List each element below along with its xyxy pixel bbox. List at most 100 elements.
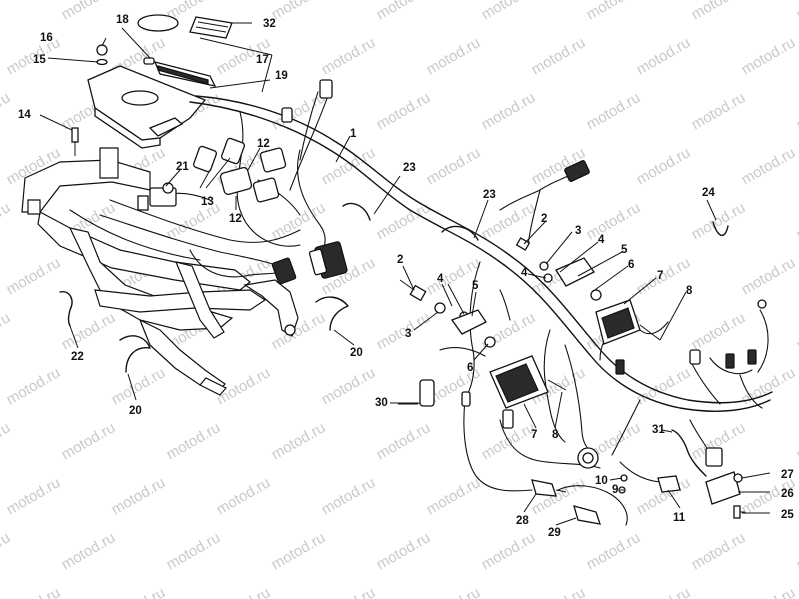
watermark-text: motod.ru bbox=[529, 34, 589, 78]
callout-6-right: 6 bbox=[628, 259, 634, 271]
watermark-text: motod.ru bbox=[374, 0, 434, 23]
watermark-text: motod.ru bbox=[109, 584, 169, 599]
callout-22: 22 bbox=[71, 351, 84, 363]
callout-26: 26 bbox=[781, 488, 794, 500]
callout-15: 15 bbox=[33, 54, 46, 66]
watermark-text: motod.ru bbox=[794, 199, 799, 243]
watermark-text: motod.ru bbox=[584, 0, 644, 23]
callout-2-left: 2 bbox=[397, 254, 403, 266]
watermark-text: motod.ru bbox=[794, 89, 799, 133]
watermark-text: motod.ru bbox=[319, 34, 379, 78]
watermark-text: motod.ru bbox=[634, 34, 694, 78]
callout-3-left: 3 bbox=[405, 328, 411, 340]
callout-28: 28 bbox=[516, 515, 529, 527]
callout-18: 18 bbox=[116, 14, 129, 26]
callout-24: 24 bbox=[702, 187, 715, 199]
callout-4-left: 4 bbox=[437, 273, 444, 285]
watermark-text: motod.ru bbox=[164, 529, 224, 573]
watermark-text: motod.ru bbox=[634, 364, 694, 408]
watermark-text: motod.ru bbox=[584, 199, 644, 243]
watermark-text: motod.ru bbox=[59, 419, 119, 463]
callout-5-left: 5 bbox=[472, 280, 479, 292]
callout-17: 17 bbox=[256, 54, 269, 66]
callout-20-left: 20 bbox=[129, 405, 142, 417]
watermark-text: motod.ru bbox=[164, 419, 224, 463]
callout-21: 21 bbox=[176, 161, 189, 173]
watermark-text: motod.ru bbox=[374, 529, 434, 573]
watermark-text: motod.ru bbox=[794, 529, 799, 573]
watermark-text: motod.ru bbox=[794, 419, 799, 463]
callout-23-upper: 23 bbox=[403, 162, 416, 174]
watermark-text: motod.ru bbox=[739, 254, 799, 298]
callout-16: 16 bbox=[40, 32, 53, 44]
watermark-text: motod.ru bbox=[689, 89, 749, 133]
watermark-text: motod.ru bbox=[739, 584, 799, 599]
callout-25: 25 bbox=[781, 509, 794, 521]
callout-3-right: 3 bbox=[575, 225, 581, 237]
callout-12-upper: 12 bbox=[257, 138, 270, 150]
watermark-text: motod.ru bbox=[4, 254, 64, 298]
callout-14: 14 bbox=[18, 109, 31, 121]
watermark-text: motod.ru bbox=[319, 584, 379, 599]
watermark-text: motod.ru bbox=[0, 199, 13, 243]
watermark-text: motod.ru bbox=[584, 89, 644, 133]
watermark-text: motod.ru bbox=[109, 474, 169, 518]
watermark-text: motod.ru bbox=[689, 199, 749, 243]
callout-7-right: 7 bbox=[657, 270, 663, 282]
callout-7-left: 7 bbox=[531, 429, 537, 441]
leader-lines bbox=[39, 22, 771, 526]
watermark-text: motod.ru bbox=[269, 309, 329, 353]
watermark-text: motod.ru bbox=[374, 89, 434, 133]
watermark-text: motod.ru bbox=[739, 364, 799, 408]
watermark-text: motod.ru bbox=[479, 0, 539, 23]
callout-30: 30 bbox=[375, 397, 388, 409]
watermark-text: motod.ru bbox=[794, 0, 799, 23]
callout-8-right: 8 bbox=[686, 285, 693, 297]
watermark-text: motod.ru bbox=[109, 364, 169, 408]
watermark-text: motod.ru bbox=[689, 309, 749, 353]
callout-4-mid: 4 bbox=[521, 267, 528, 279]
watermark-text: motod.ru bbox=[634, 584, 694, 599]
watermark-text: motod.ru bbox=[59, 309, 119, 353]
callout-29: 29 bbox=[548, 527, 561, 539]
watermark-text: motod.ru bbox=[0, 419, 13, 463]
callout-5-right: 5 bbox=[621, 244, 628, 256]
watermark-text: motod.ru bbox=[319, 364, 379, 408]
watermark-text: motod.ru bbox=[479, 89, 539, 133]
watermark-text: motod.ru bbox=[4, 474, 64, 518]
callout-19: 19 bbox=[275, 70, 288, 82]
callout-9: 9 bbox=[612, 484, 618, 496]
watermark-text: motod.ru bbox=[739, 34, 799, 78]
watermark-text: motod.ru bbox=[59, 0, 119, 23]
watermark-text: motod.ru bbox=[269, 199, 329, 243]
watermark-text: motod.ru bbox=[59, 529, 119, 573]
watermark-text: motod.ru bbox=[214, 584, 274, 599]
watermark-text: motod.ru bbox=[4, 584, 64, 599]
watermark-text: motod.ru bbox=[269, 419, 329, 463]
watermark-text: motod.ru bbox=[214, 474, 274, 518]
watermark-text: motod.ru bbox=[269, 89, 329, 133]
watermark-text: motod.ru bbox=[424, 34, 484, 78]
watermark-text: motod.ru bbox=[584, 529, 644, 573]
callout-12-lower: 12 bbox=[229, 213, 242, 225]
watermark-text: motod.ru bbox=[0, 529, 13, 573]
watermark-text: motod.ru bbox=[4, 364, 64, 408]
watermark-text: motod.ru bbox=[689, 0, 749, 23]
watermark-text: motod.ru bbox=[529, 584, 589, 599]
callout-2-right: 2 bbox=[541, 213, 547, 225]
watermark-text: motod.ru bbox=[0, 309, 13, 353]
watermark-text: motod.ru bbox=[319, 474, 379, 518]
callout-4-right: 4 bbox=[598, 234, 605, 246]
callout-labels: 18 32 16 15 17 19 14 1 12 21 23 13 12 23… bbox=[18, 14, 794, 539]
callout-27: 27 bbox=[781, 469, 794, 481]
watermark-text: motod.ru bbox=[374, 309, 434, 353]
callout-6-left: 6 bbox=[467, 362, 473, 374]
callout-13: 13 bbox=[201, 196, 214, 208]
watermark-text: motod.ru bbox=[424, 474, 484, 518]
watermark-text: motod.ru bbox=[0, 89, 13, 133]
watermark-text: motod.ru bbox=[374, 419, 434, 463]
frame-subassembly bbox=[21, 147, 299, 396]
watermark-text: motod.ru bbox=[634, 144, 694, 188]
callout-32: 32 bbox=[263, 18, 276, 30]
